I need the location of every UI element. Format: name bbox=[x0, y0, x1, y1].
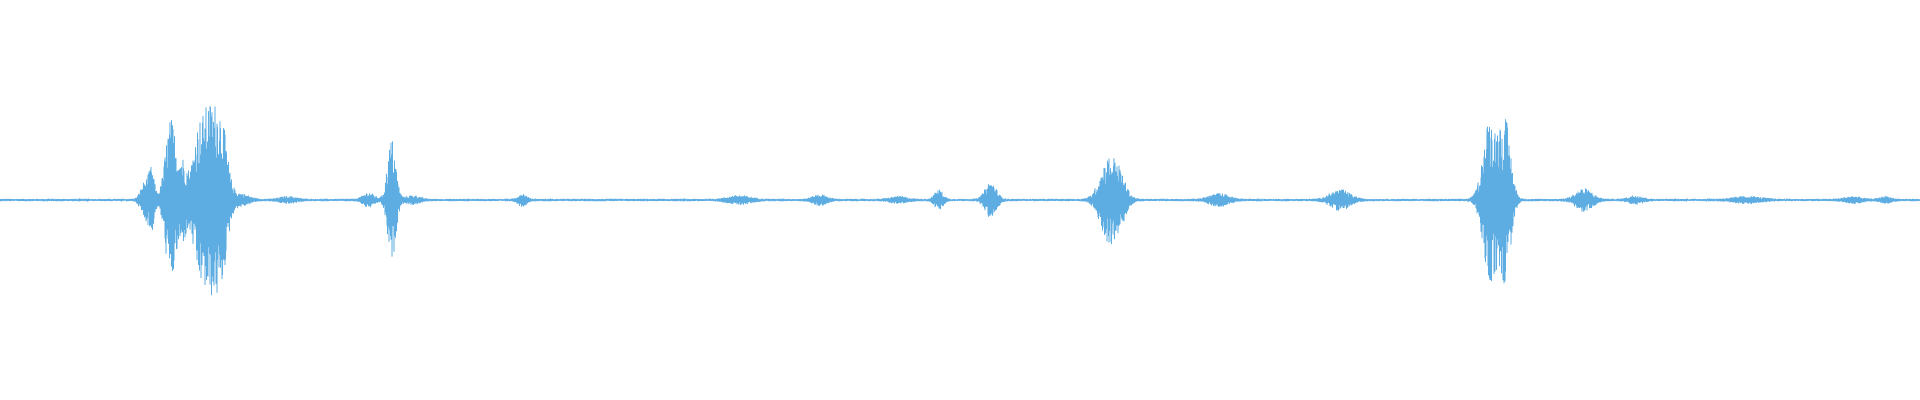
waveform-trace bbox=[0, 106, 1920, 296]
